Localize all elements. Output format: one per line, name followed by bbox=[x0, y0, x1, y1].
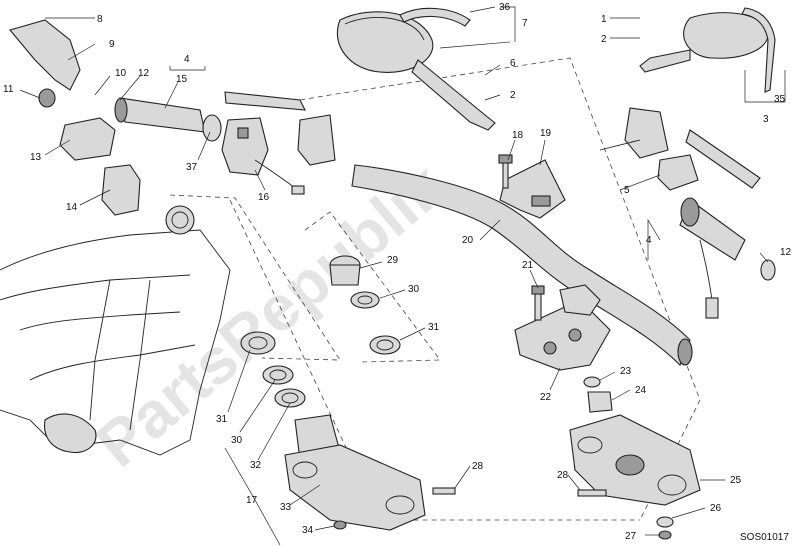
label-6: 6 bbox=[510, 58, 516, 69]
label-4-right: 4 bbox=[646, 235, 652, 246]
label-35: 35 bbox=[774, 94, 786, 105]
label-21: 21 bbox=[522, 260, 534, 271]
label-20: 20 bbox=[462, 235, 474, 246]
label-36: 36 bbox=[499, 2, 511, 13]
label-12-right: 12 bbox=[780, 247, 792, 258]
right-grip bbox=[679, 197, 776, 319]
label-15: 15 bbox=[176, 74, 188, 85]
left-mirror bbox=[336, 7, 496, 131]
right-lever-pump bbox=[599, 107, 761, 189]
label-37: 37 bbox=[186, 162, 198, 173]
label-11: 11 bbox=[3, 84, 14, 95]
label-1: 1 bbox=[601, 14, 607, 25]
label-12-left: 12 bbox=[138, 68, 150, 79]
label-31-lower: 31 bbox=[216, 414, 228, 425]
label-26: 26 bbox=[710, 503, 722, 514]
label-32: 32 bbox=[250, 460, 262, 471]
label-9: 9 bbox=[109, 39, 115, 50]
diagram-code: SOS01017 bbox=[740, 532, 789, 543]
label-19: 19 bbox=[540, 128, 552, 139]
seal-32 bbox=[274, 388, 306, 408]
label-18: 18 bbox=[512, 130, 524, 141]
label-4-left: 4 bbox=[184, 54, 190, 65]
label-8: 8 bbox=[97, 14, 103, 25]
label-30-upper: 30 bbox=[408, 284, 420, 295]
label-23: 23 bbox=[620, 366, 632, 377]
label-33: 33 bbox=[280, 502, 292, 513]
dashed-box-left bbox=[169, 194, 341, 361]
label-28-left: 28 bbox=[472, 461, 484, 472]
label-2-center: 2 bbox=[510, 90, 516, 101]
steering-stem-lower-clamp bbox=[284, 414, 426, 531]
label-31-upper: 31 bbox=[428, 322, 440, 333]
top-clamp bbox=[514, 284, 611, 371]
label-27: 27 bbox=[625, 531, 637, 542]
ignition-switch bbox=[9, 19, 141, 216]
label-28-right: 28 bbox=[557, 470, 569, 481]
rubber-bushing bbox=[583, 376, 613, 413]
label-25: 25 bbox=[730, 475, 742, 486]
leader-lines bbox=[19, 6, 786, 546]
label-7: 7 bbox=[522, 18, 528, 29]
label-13: 13 bbox=[30, 152, 42, 163]
label-22: 22 bbox=[540, 392, 552, 403]
dashed-box-center bbox=[304, 211, 441, 363]
label-34: 34 bbox=[302, 525, 314, 536]
label-29: 29 bbox=[387, 255, 399, 266]
label-30-lower: 30 bbox=[231, 435, 243, 446]
clamp-bolt bbox=[498, 154, 513, 189]
label-5: 5 bbox=[624, 185, 630, 196]
handlebar bbox=[351, 164, 693, 366]
bolt-28-left bbox=[432, 487, 456, 495]
clamp-bolt-21 bbox=[531, 285, 545, 321]
left-switch bbox=[221, 117, 305, 195]
left-lever-pump bbox=[224, 91, 336, 166]
washer-30-upper bbox=[350, 291, 380, 309]
label-14: 14 bbox=[66, 202, 78, 213]
right-mirror bbox=[639, 7, 776, 93]
bolt-28-right bbox=[577, 489, 607, 497]
label-3: 3 bbox=[763, 114, 769, 125]
dashed-box-right bbox=[299, 57, 701, 521]
bearing-31-lower bbox=[240, 331, 276, 355]
washer-26 bbox=[656, 516, 674, 540]
label-16: 16 bbox=[258, 192, 270, 203]
steering-nut-29 bbox=[329, 255, 361, 286]
washer-30-lower bbox=[262, 365, 294, 385]
left-grip bbox=[114, 97, 222, 142]
handlebar-clamp bbox=[499, 159, 566, 219]
label-17: 17 bbox=[246, 495, 258, 506]
right-switch bbox=[657, 154, 699, 191]
frame-part bbox=[0, 205, 231, 456]
label-24: 24 bbox=[635, 385, 647, 396]
bearing-31-upper bbox=[369, 335, 401, 355]
bolt-34 bbox=[333, 520, 347, 530]
upper-triple-clamp bbox=[569, 414, 701, 506]
label-2-right: 2 bbox=[601, 34, 607, 45]
label-10: 10 bbox=[115, 68, 127, 79]
part-number-labels: 8 9 10 11 12 4 15 13 14 37 16 36 7 1 2 3… bbox=[3, 2, 792, 542]
